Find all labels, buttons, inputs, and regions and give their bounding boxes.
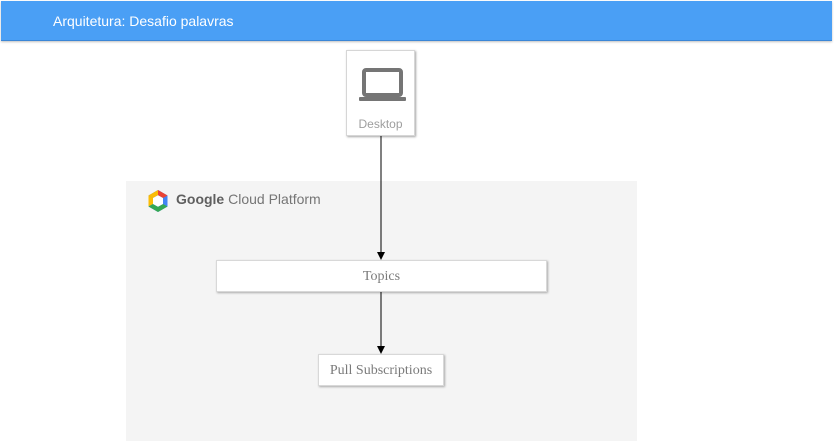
gcp-brand-text: Google (176, 191, 225, 207)
diagram-title: Arquitetura: Desafio palavras (53, 13, 234, 29)
pull-subscriptions-label: Pull Subscriptions (329, 363, 433, 378)
desktop-node[interactable]: Desktop (346, 50, 415, 136)
gcp-zone (126, 181, 637, 441)
gcp-platform-text: Cloud Platform (228, 191, 321, 207)
desktop-label: Desktop (358, 117, 403, 131)
topics-label: Topics (362, 269, 401, 284)
gcp-zone-label: Google Cloud Platform (176, 191, 321, 207)
topics-node[interactable]: Topics (216, 260, 547, 292)
laptop-icon (359, 68, 406, 101)
pull-subscriptions-node[interactable]: Pull Subscriptions (318, 354, 444, 386)
diagram-header: Arquitetura: Desafio palavras (1, 1, 832, 41)
google-cloud-platform-logo-icon (148, 190, 168, 212)
